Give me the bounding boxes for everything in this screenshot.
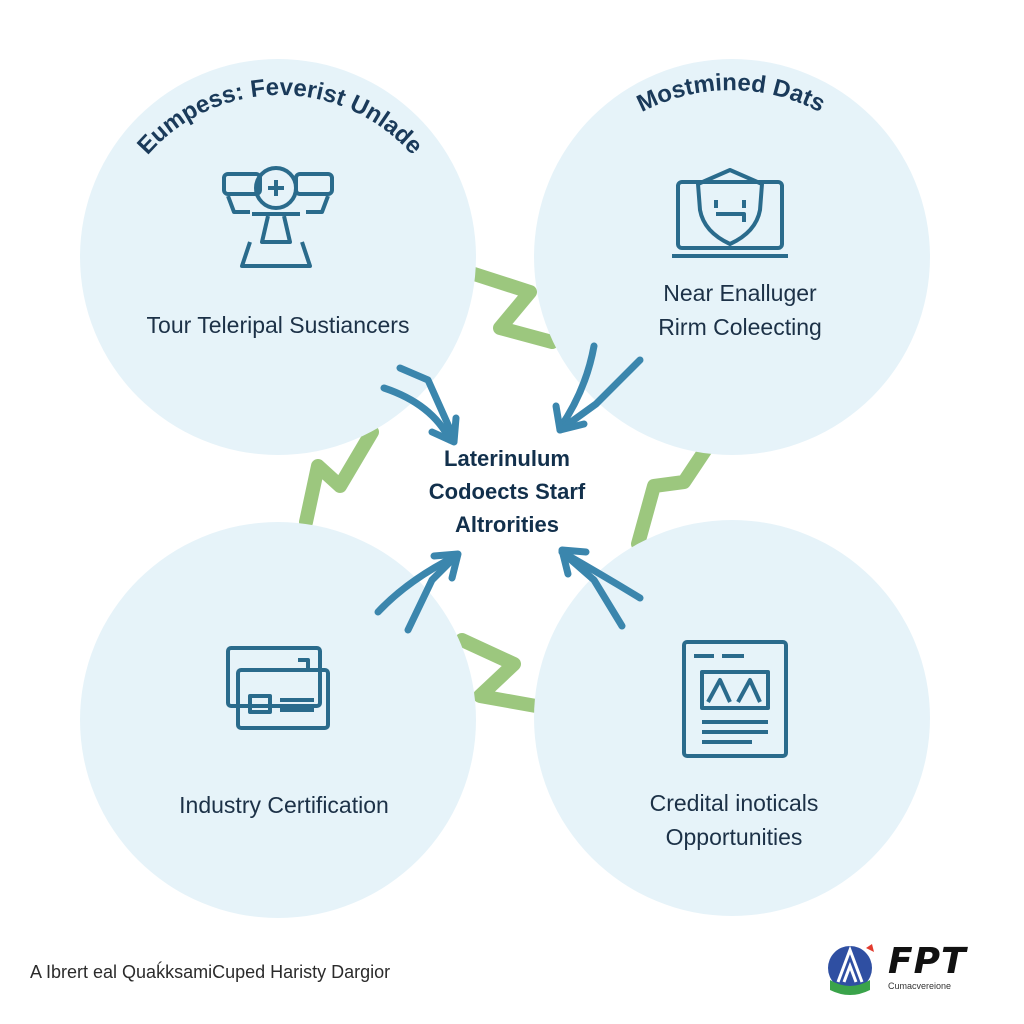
logo-subtext: Cumacvereione bbox=[888, 981, 952, 991]
node-circle-bottom-left bbox=[80, 522, 476, 918]
center-label-line: Codoects Starf bbox=[428, 479, 586, 504]
node-circle-top-left bbox=[80, 59, 476, 455]
node-label-top-right: Near Enalluger Rirm Coleecting bbox=[610, 276, 870, 344]
green-arrow-bottom bbox=[455, 633, 543, 713]
document-chart-icon bbox=[682, 640, 788, 758]
green-arrow-top bbox=[461, 265, 559, 349]
node-label-line: Tour Teleripal Sustiancers bbox=[146, 312, 410, 338]
node-label-line: Industry Certification bbox=[179, 792, 389, 818]
scale-balance-icon bbox=[222, 166, 334, 268]
node-label-bottom-left: Industry Certification bbox=[124, 788, 444, 822]
center-label-line: Altrorities bbox=[455, 512, 559, 537]
center-label-line: Laterinulum bbox=[444, 446, 570, 471]
node-label-line: Opportunities bbox=[665, 824, 803, 850]
footer-caption: A Ibrert eal QuaḱksamiCuped Haristy Darg… bbox=[30, 962, 391, 982]
node-label-top-left: Tour Teleripal Sustiancers bbox=[118, 308, 438, 342]
green-arrow-left bbox=[299, 425, 379, 529]
node-label-line: Credital inoticals bbox=[649, 790, 819, 816]
node-circle-bottom-right bbox=[534, 520, 930, 916]
blue-arrows bbox=[374, 342, 644, 634]
logo-emblem bbox=[828, 944, 874, 995]
center-label: Laterinulum Codoects Starf Altrorities bbox=[392, 442, 622, 541]
fpt-logo: FPT Cumacvereione bbox=[826, 942, 986, 998]
blue-arrow-top-left bbox=[380, 384, 454, 444]
green-connectors bbox=[299, 265, 715, 713]
shield-laptop-icon bbox=[672, 168, 788, 258]
node-label-bottom-right: Credital inoticals Opportunities bbox=[604, 786, 864, 854]
node-label-line: Rirm Coleecting bbox=[658, 314, 822, 340]
logo-text: FPT bbox=[888, 941, 967, 982]
blue-arrow-top-right bbox=[556, 342, 598, 432]
certificate-card-icon bbox=[226, 646, 330, 730]
node-label-line: Near Enalluger bbox=[663, 280, 817, 306]
green-arrow-right bbox=[631, 439, 715, 551]
